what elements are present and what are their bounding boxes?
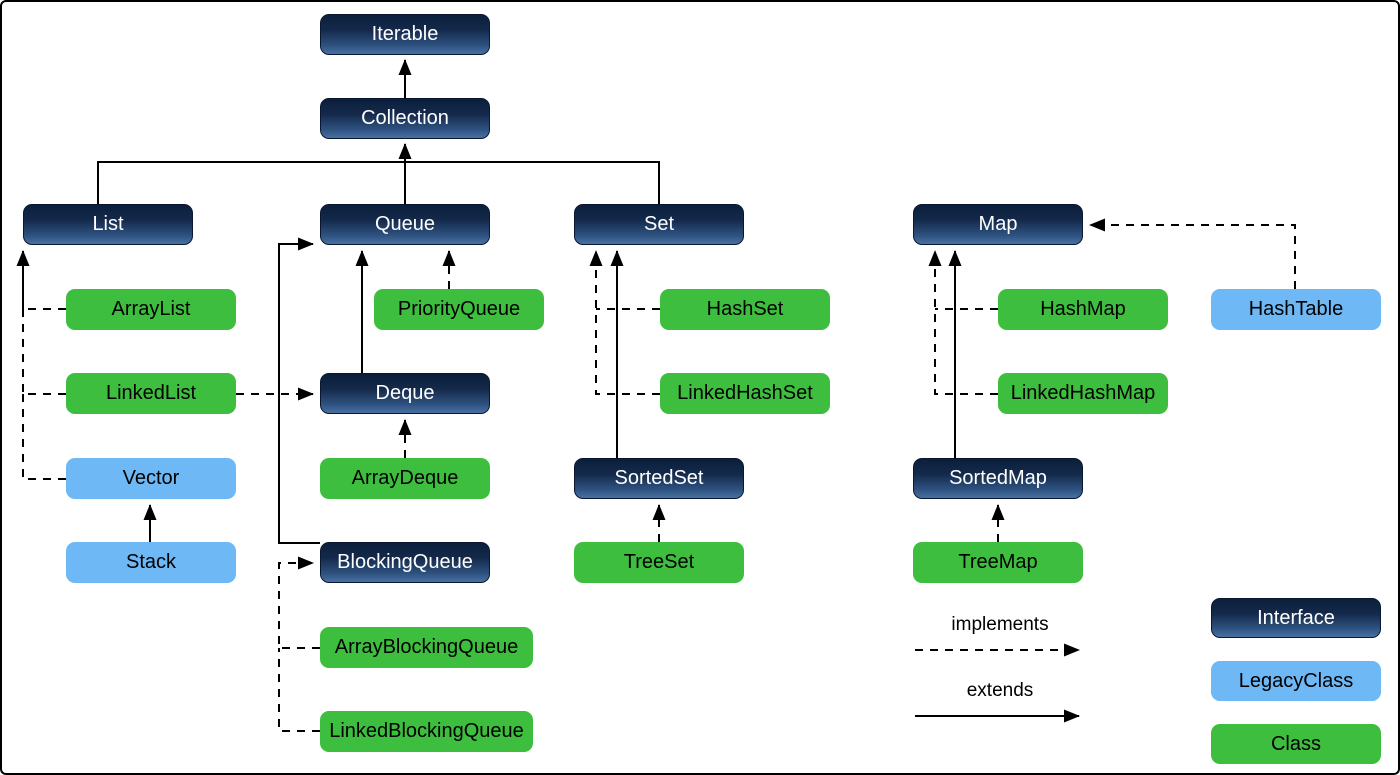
edge-linkedhashmap-implements-map: [928, 250, 998, 395]
edge-vector-implements-list: [22, 394, 66, 480]
node-label: HashMap: [1040, 298, 1126, 320]
node-linkedhashmap: LinkedHashMap: [998, 373, 1168, 414]
node-label: Vector: [122, 467, 180, 489]
node-treemap: TreeMap: [913, 542, 1083, 583]
node-legend-class: Class: [1211, 724, 1381, 764]
edge-blockingqueue-extends-queue: [278, 237, 320, 544]
node-label: ArrayBlockingQueue: [334, 636, 519, 658]
node-hashtable: HashTable: [1211, 289, 1381, 330]
node-treeset: TreeSet: [574, 542, 744, 583]
node-label: PriorityQueue: [397, 298, 521, 320]
node-label: Queue: [374, 213, 436, 235]
node-label: HashSet: [706, 298, 784, 320]
node-label: LinkedHashMap: [1010, 382, 1156, 404]
node-label: Iterable: [371, 23, 439, 45]
legend-implements-label: implements: [951, 614, 1049, 635]
node-label: LinkedHashSet: [677, 382, 813, 404]
node-label: Stack: [125, 551, 177, 573]
node-hashmap: HashMap: [998, 289, 1168, 330]
node-arraylist: ArrayList: [66, 289, 236, 330]
edge-linkedhashset-implements-set: [589, 250, 660, 395]
node-label: SortedMap: [949, 467, 1047, 489]
node-label: Set: [643, 213, 675, 235]
node-linkedhashset: LinkedHashSet: [660, 373, 830, 414]
node-blockingqueue: BlockingQueue: [320, 542, 490, 583]
node-set: Set: [574, 204, 744, 245]
edge-linkedblockingqueue-implements-blockingqueue: [278, 648, 320, 732]
legend-extends-label: extends: [966, 680, 1034, 701]
node-queue: Queue: [320, 204, 490, 245]
node-priorityqueue: PriorityQueue: [374, 289, 544, 330]
node-label: HashTable: [1248, 298, 1344, 320]
node-label: SortedSet: [614, 467, 704, 489]
node-legend-interface: Interface: [1211, 598, 1381, 638]
node-label: LinkedList: [105, 382, 197, 404]
node-label: TreeMap: [958, 551, 1038, 573]
node-stack: Stack: [66, 542, 236, 583]
node-vector: Vector: [66, 458, 236, 499]
node-label: ArrayList: [111, 298, 191, 320]
node-linkedblockingqueue: LinkedBlockingQueue: [320, 711, 533, 752]
node-map: Map: [913, 204, 1083, 245]
node-collection: Collection: [320, 98, 490, 139]
node-sortedset: SortedSet: [574, 458, 744, 499]
node-label: LegacyClass: [1238, 669, 1354, 692]
node-legend-legacyclass: LegacyClass: [1211, 661, 1381, 701]
node-label: TreeSet: [623, 551, 695, 573]
node-label: Class: [1270, 732, 1321, 755]
node-label: List: [92, 213, 124, 235]
node-arraydeque: ArrayDeque: [320, 458, 490, 499]
node-deque: Deque: [320, 373, 490, 414]
edge-arrayblockingqueue-implements-blockingqueue: [278, 556, 320, 649]
node-label: BlockingQueue: [337, 551, 473, 573]
node-arrayblockingqueue: ArrayBlockingQueue: [320, 627, 533, 668]
node-label: Deque: [375, 382, 435, 404]
node-linkedlist: LinkedList: [66, 373, 236, 414]
node-label: LinkedBlockingQueue: [329, 720, 524, 742]
node-sortedmap: SortedMap: [913, 458, 1083, 499]
edge-list-queue-set-branch: [97, 161, 660, 204]
edge-linkedlist-implements-list: [22, 309, 66, 395]
node-list: List: [23, 204, 193, 245]
node-label: Map: [978, 213, 1018, 235]
node-label: Interface: [1257, 606, 1335, 629]
edge-hashtable-implements-map: [1089, 218, 1296, 289]
node-label: Collection: [361, 107, 449, 129]
node-iterable: Iterable: [320, 14, 490, 55]
node-label: ArrayDeque: [351, 467, 459, 489]
node-hashset: HashSet: [660, 289, 830, 330]
